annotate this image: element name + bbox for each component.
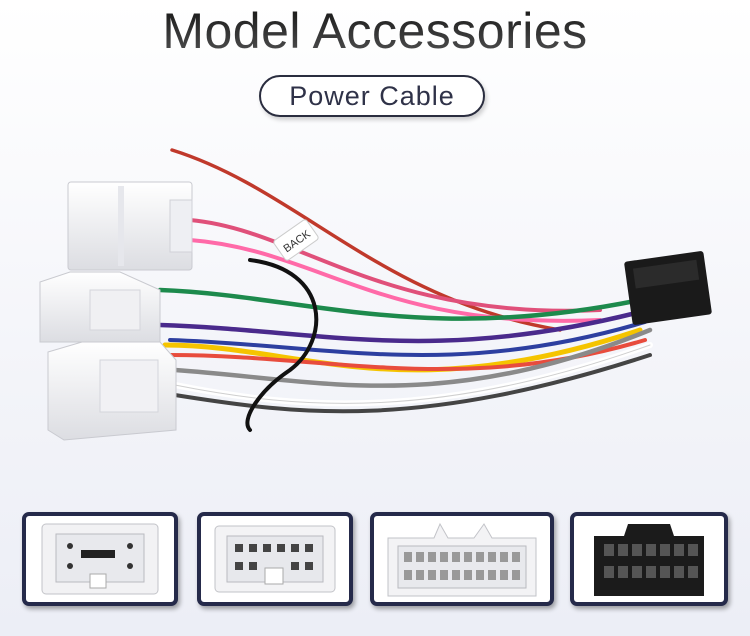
connector-thumbnails: [22, 512, 728, 606]
power-cable-image: BACK: [39, 148, 712, 441]
connector-thumb-3: [370, 512, 554, 606]
connector-thumb-2: [197, 512, 353, 606]
white-connector-middle: [39, 271, 161, 343]
white-connector-top: [67, 181, 193, 271]
wire-bundle: [157, 148, 653, 432]
black-connector: [624, 251, 712, 325]
page-title: Model Accessories: [0, 2, 750, 60]
connector-thumb-1: [22, 512, 178, 606]
connector-thumb-4: [570, 512, 728, 606]
subtitle-badge: Power Cable: [259, 75, 485, 117]
white-connector-bottom: [47, 341, 177, 441]
